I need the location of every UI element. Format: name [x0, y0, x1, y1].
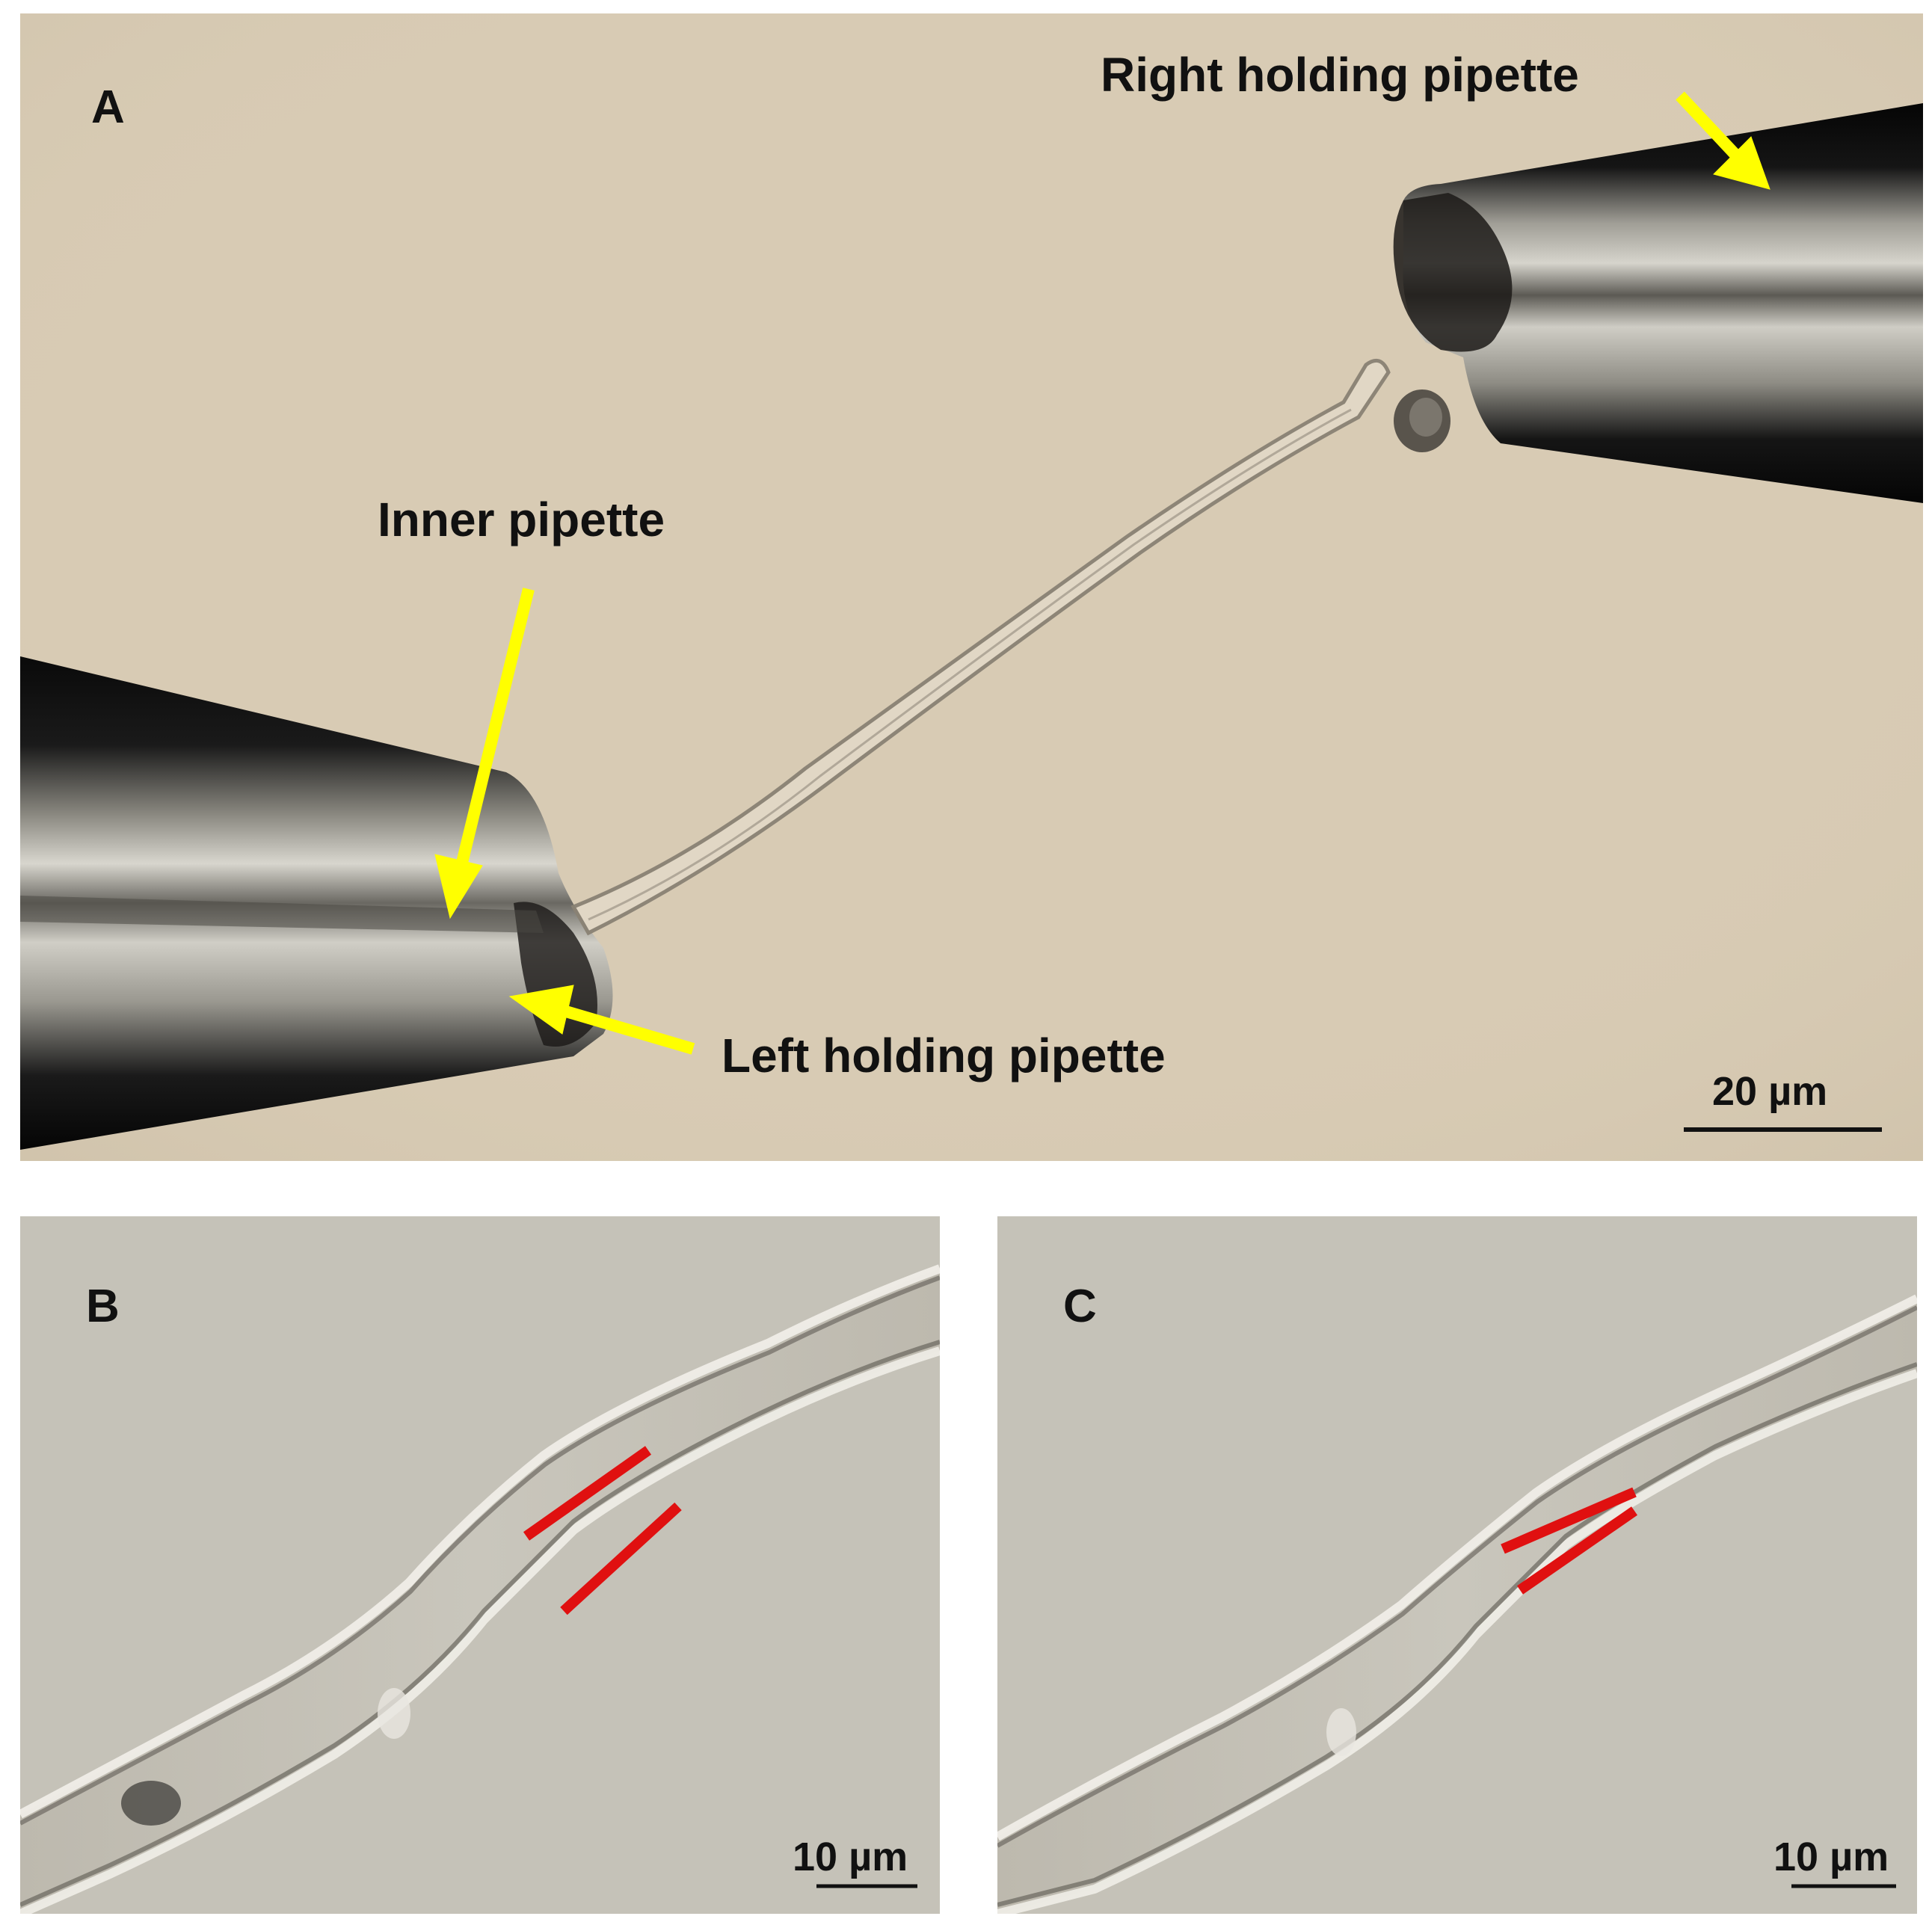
right-pipette-arrow-shaft [1676, 91, 1741, 160]
annotation-arrows [434, 91, 1771, 1055]
panel-letter-b: B [86, 1281, 120, 1332]
left-pipette-arrow-shaft [564, 1005, 695, 1055]
panel-b-image [20, 1264, 940, 1914]
panel-c-micrograph: C 10 µm [997, 1216, 1917, 1914]
panel-a-image [20, 13, 1923, 1161]
panel-b-micrograph: B 10 µm [20, 1216, 940, 1914]
panel-letter-c: C [1063, 1281, 1097, 1332]
label-inner-pipette: Inner pipette [378, 493, 665, 546]
panel-c-image [997, 1294, 1917, 1914]
panel-a-micrograph: A Right holding pipette Inner pipette Le… [20, 13, 1923, 1161]
marker-b-upper [523, 1446, 652, 1541]
right-pipette-arrow-head [1713, 136, 1771, 190]
scale-bar-b-label: 10 µm [793, 1835, 908, 1879]
muscle-fiber [570, 358, 1391, 936]
fiber-segment-c [997, 1294, 1917, 1914]
sarcomere-markers-b [523, 1446, 682, 1616]
right-holding-pipette [1393, 103, 1923, 503]
marker-b-lower [560, 1502, 682, 1616]
fiber-segment-b [20, 1264, 940, 1914]
scale-bar-a-label: 20 µm [1712, 1069, 1828, 1114]
sarcomere-markers-c [1501, 1487, 1637, 1595]
scale-bar-c-label: 10 µm [1773, 1835, 1889, 1879]
marker-c-lower [1517, 1506, 1637, 1595]
marker-c-upper [1501, 1487, 1637, 1554]
inner-pipette-arrow-shaft [455, 588, 535, 867]
panel-letter-a: A [91, 81, 125, 133]
left-pipette-arrow-head [508, 985, 574, 1035]
label-left-holding-pipette: Left holding pipette [722, 1029, 1166, 1082]
inner-pipette-arrow-head [434, 854, 483, 920]
label-right-holding-pipette: Right holding pipette [1101, 48, 1579, 102]
